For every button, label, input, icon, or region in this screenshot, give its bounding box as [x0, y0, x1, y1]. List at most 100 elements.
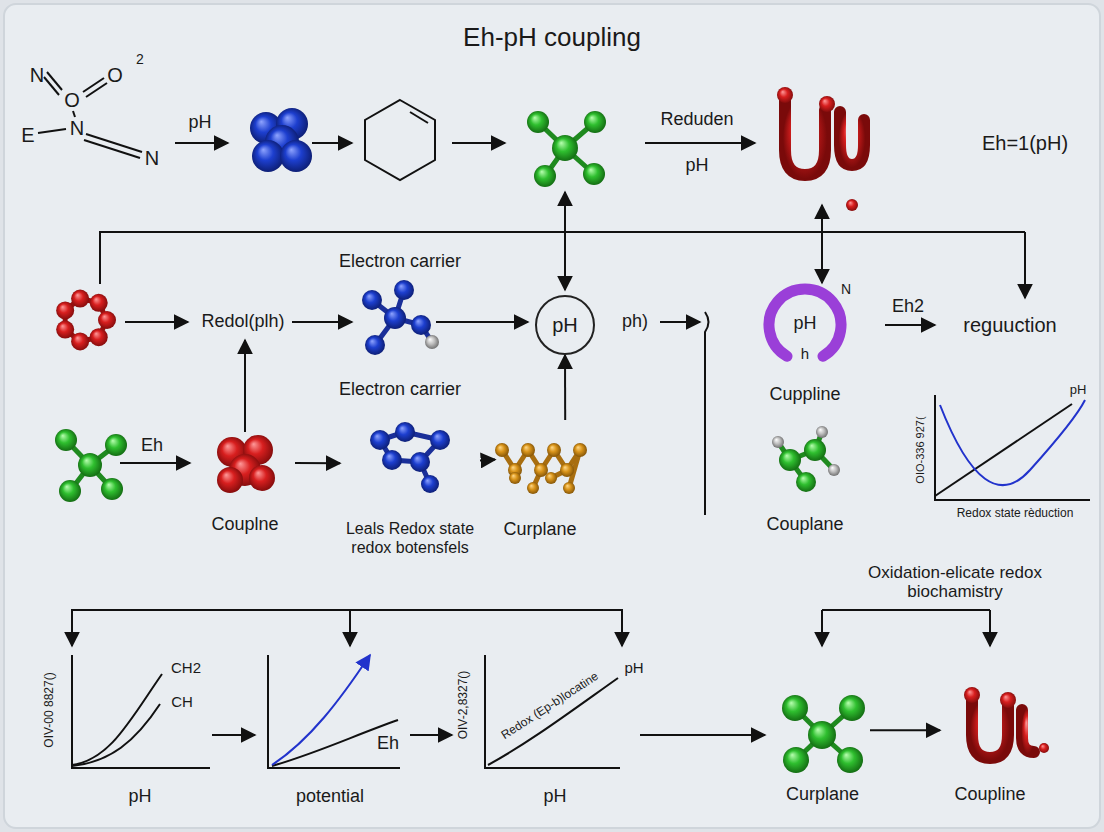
illustration-part — [821, 610, 823, 646]
illustration-part — [72, 674, 162, 765]
text-label: Eh — [141, 436, 163, 456]
molecule-atom — [584, 111, 606, 133]
text-label: OIV-2,8327() — [457, 671, 470, 740]
illustration-part — [822, 609, 990, 611]
molecule-node: Curplane — [775, 690, 870, 805]
text-label: pH — [685, 156, 708, 176]
text-label: reguuction — [963, 314, 1056, 336]
text-label: Eh — [377, 734, 399, 754]
molecule-node: Couplne — [195, 425, 295, 535]
molecule-atom — [98, 311, 116, 329]
molecule-atom — [583, 163, 605, 185]
process-circle: pH — [535, 295, 595, 355]
molecule-atom — [964, 687, 980, 703]
molecule-atom — [280, 140, 312, 172]
molecule-atom — [819, 96, 835, 112]
illustration-part — [72, 704, 160, 766]
molecule-atom — [527, 111, 549, 133]
illustration-part — [72, 655, 210, 768]
molecule-atom — [425, 335, 439, 349]
illustration-part — [436, 321, 528, 323]
illustration-part — [989, 610, 991, 646]
illustration-part — [120, 462, 190, 464]
illustration-part — [125, 321, 188, 323]
molecule-atom — [59, 480, 81, 502]
illustration-part — [72, 610, 622, 645]
illustration-part — [645, 142, 755, 144]
node-text: pH — [793, 313, 816, 334]
molecule-atom — [521, 443, 535, 457]
node-text: Curplane — [503, 519, 576, 540]
illustration-part — [38, 72, 1090, 768]
molecule-atom — [384, 307, 406, 329]
text-label: pH — [188, 113, 211, 133]
connector-arrow — [295, 462, 340, 464]
text-label: Eh=1(pH) — [982, 132, 1068, 154]
illustration-part — [268, 655, 400, 768]
illustration-part — [349, 610, 351, 646]
illustration-part — [175, 142, 228, 144]
molecule-atom — [563, 482, 575, 494]
text-label: Redox state rèduction — [957, 507, 1074, 520]
molecule-atom — [217, 467, 243, 493]
illustration-part — [564, 192, 566, 232]
molecule-atom — [837, 747, 863, 773]
illustration-part — [972, 700, 1008, 758]
molecule-atom — [779, 449, 801, 471]
molecule-atom — [90, 294, 108, 312]
illustration-part — [940, 400, 1085, 485]
illustration-part — [244, 340, 246, 432]
molecule-atom — [78, 453, 102, 477]
molecule-atom — [430, 430, 450, 450]
illustration-part — [621, 630, 623, 646]
molecule-atom — [777, 87, 793, 103]
diagram-title: Eh-pH coupling — [463, 23, 641, 52]
connector-arrow — [564, 355, 566, 420]
molecule-atom — [55, 429, 77, 451]
text-label: OIV-00 8827() — [43, 672, 56, 747]
molecule-atom — [249, 465, 275, 491]
molecule-atom — [101, 478, 123, 500]
molecule-atom — [56, 301, 74, 319]
illustration-part — [71, 630, 73, 646]
text-label: CH2 — [171, 660, 201, 677]
illustration-part — [1022, 710, 1034, 752]
illustration-part — [410, 112, 428, 123]
illustration-part — [47, 72, 62, 90]
illustration-part — [38, 129, 66, 133]
molecule-atom — [105, 434, 127, 456]
illustration-part — [83, 78, 104, 92]
connector-arrow — [870, 729, 940, 731]
molecule-atom — [816, 426, 828, 438]
illustration-part — [312, 142, 352, 144]
molecule-node: Coupline — [940, 690, 1040, 805]
illustration-part — [410, 734, 452, 736]
illustration-part — [84, 140, 140, 158]
illustration-part — [55, 87, 1049, 773]
illustration-part — [785, 100, 825, 175]
molecule-atom — [804, 439, 826, 461]
illustration-part — [821, 232, 823, 283]
text-label: Redol(plh) — [201, 312, 284, 332]
connector-arrow — [480, 459, 495, 462]
illustration-part — [1024, 232, 1026, 298]
text-label: Electron carrier — [339, 252, 461, 272]
illustration-part — [452, 142, 505, 144]
text-label: ph) — [622, 312, 648, 332]
molecule-atom — [71, 332, 89, 350]
illustration-part — [4, 4, 1100, 828]
illustration-part — [488, 678, 618, 765]
node-text: Cuppline — [769, 384, 840, 405]
illustration-part — [212, 734, 255, 736]
molecule-atom — [252, 140, 284, 172]
molecule-atom — [552, 135, 578, 161]
molecule-atom — [411, 315, 431, 335]
molecule-atom — [796, 472, 816, 492]
molecule-atom — [828, 464, 840, 476]
molecule-atom — [1039, 743, 1049, 753]
molecule-atom — [394, 280, 414, 300]
illustration-part — [705, 312, 709, 515]
molecule-atom — [534, 165, 556, 187]
molecule-atom — [573, 443, 587, 457]
molecule-atom — [527, 482, 539, 494]
